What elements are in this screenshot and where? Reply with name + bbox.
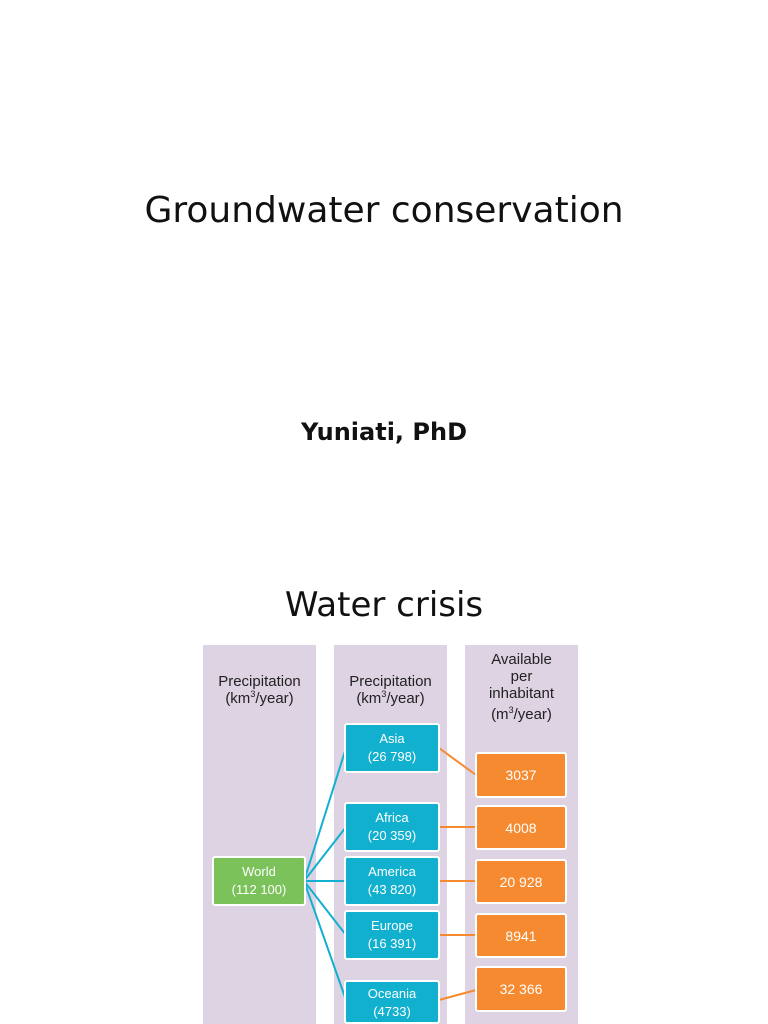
connector-world-oceania [303, 880, 347, 1001]
available-box-europe: 8941 [475, 913, 567, 958]
region-value: (20 359) [367, 828, 417, 843]
column-header-available-line1: Available [491, 651, 552, 668]
column-header-region: Precipitation (km3/year) [334, 673, 447, 707]
region-name: Africa [375, 810, 409, 825]
column-header-world: Precipitation (km3/year) [203, 673, 316, 707]
region-name: Oceania [367, 986, 417, 1001]
column-header-world-line1: Precipitation [218, 673, 301, 690]
connector-world-europe [303, 880, 347, 936]
column-header-available-line3: inhabitant [488, 685, 555, 702]
available-box-oceania: 32 366 [475, 966, 567, 1012]
region-box-oceania: Oceania (4733) [344, 980, 440, 1024]
world-name: World [242, 864, 276, 879]
region-name: Asia [379, 731, 405, 746]
region-name: Europe [371, 918, 413, 933]
region-box-africa: Africa (20 359) [344, 802, 440, 852]
column-region-precipitation [334, 645, 447, 1024]
connector-asia-available [438, 747, 477, 776]
connector-oceania-available [438, 989, 477, 1001]
region-value: (26 798) [367, 749, 417, 764]
region-box-europe: Europe (16 391) [344, 910, 440, 960]
region-box-asia: Asia (26 798) [344, 723, 440, 773]
column-world-precipitation [203, 645, 316, 1024]
world-box: World (112 100) [212, 856, 306, 906]
available-value: 8941 [505, 927, 537, 944]
available-value: 32 366 [499, 981, 543, 997]
column-header-available-line2: per [510, 668, 533, 685]
available-box-africa: 4008 [475, 805, 567, 850]
available-value: 4008 [505, 819, 537, 836]
world-value: (112 100) [231, 882, 287, 897]
available-box-asia: 3037 [475, 752, 567, 798]
column-header-available: Available per inhabitant (m3/year) [465, 651, 578, 723]
column-header-world-unit: (km3/year) [225, 689, 294, 708]
region-box-america: America (43 820) [344, 856, 440, 906]
slide-title: Groundwater conservation [144, 190, 624, 231]
connector-world-asia [303, 747, 347, 882]
column-header-available-unit: (m3/year) [491, 705, 552, 724]
section-title: Water crisis [284, 585, 484, 625]
author-name: Yuniati, PhD [301, 418, 467, 446]
connector-world-africa [303, 826, 347, 882]
available-value: 20 928 [499, 873, 543, 890]
region-value: (4733) [373, 1004, 411, 1019]
region-value: (43 820) [367, 882, 417, 897]
region-value: (16 391) [367, 936, 417, 951]
column-available [465, 645, 578, 1024]
region-name: America [368, 864, 416, 879]
column-header-region-unit: (km3/year) [356, 689, 425, 708]
available-box-america: 20 928 [475, 859, 567, 904]
available-value: 3037 [505, 767, 537, 783]
column-header-region-line1: Precipitation [349, 673, 432, 690]
